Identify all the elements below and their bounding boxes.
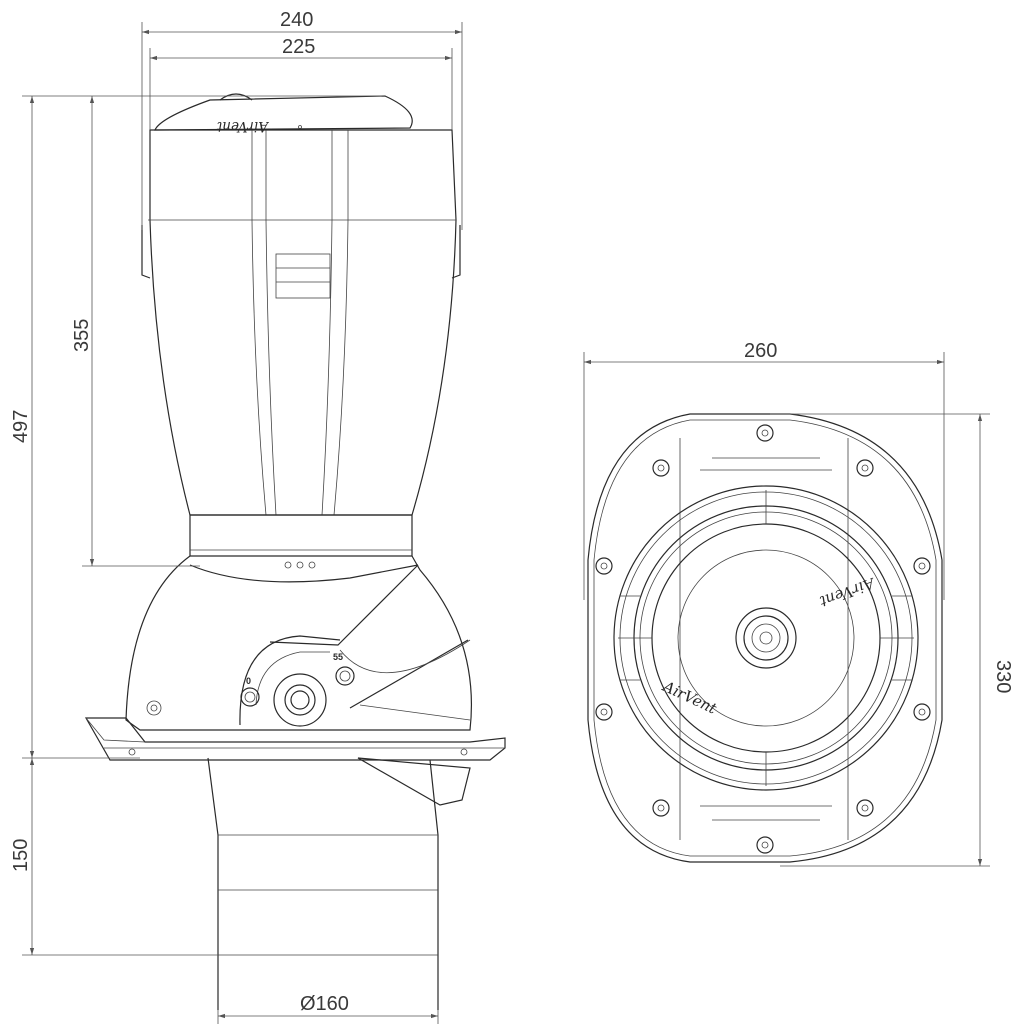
side-dimensions: 240 225 497 355 150 Ø160: [10, 9, 463, 1024]
dial-max-label: 55: [333, 652, 343, 662]
plan-logo-bottom: AirVent: [658, 676, 720, 718]
side-view: 0 55: [84, 93, 506, 1010]
dim-plan-width: 260: [744, 340, 777, 362]
plan-screws: [595, 424, 931, 854]
dim-pipe-diameter: Ø160: [300, 993, 349, 1015]
dim-total-height: 497: [10, 410, 32, 443]
plan-dimensions: 260 330: [583, 340, 1012, 867]
dim-top-width-inner: 225: [282, 36, 315, 58]
dim-cap-height: 355: [71, 319, 93, 352]
plan-view: AirVent AirVent AirVent: [216, 118, 943, 863]
side-logo: AirVent: [216, 118, 270, 134]
dial-min-label: 0: [246, 676, 251, 686]
dim-top-width-outer: 240: [280, 9, 313, 31]
dim-pipe-height: 150: [10, 839, 32, 872]
dim-plan-height: 330: [992, 660, 1012, 693]
